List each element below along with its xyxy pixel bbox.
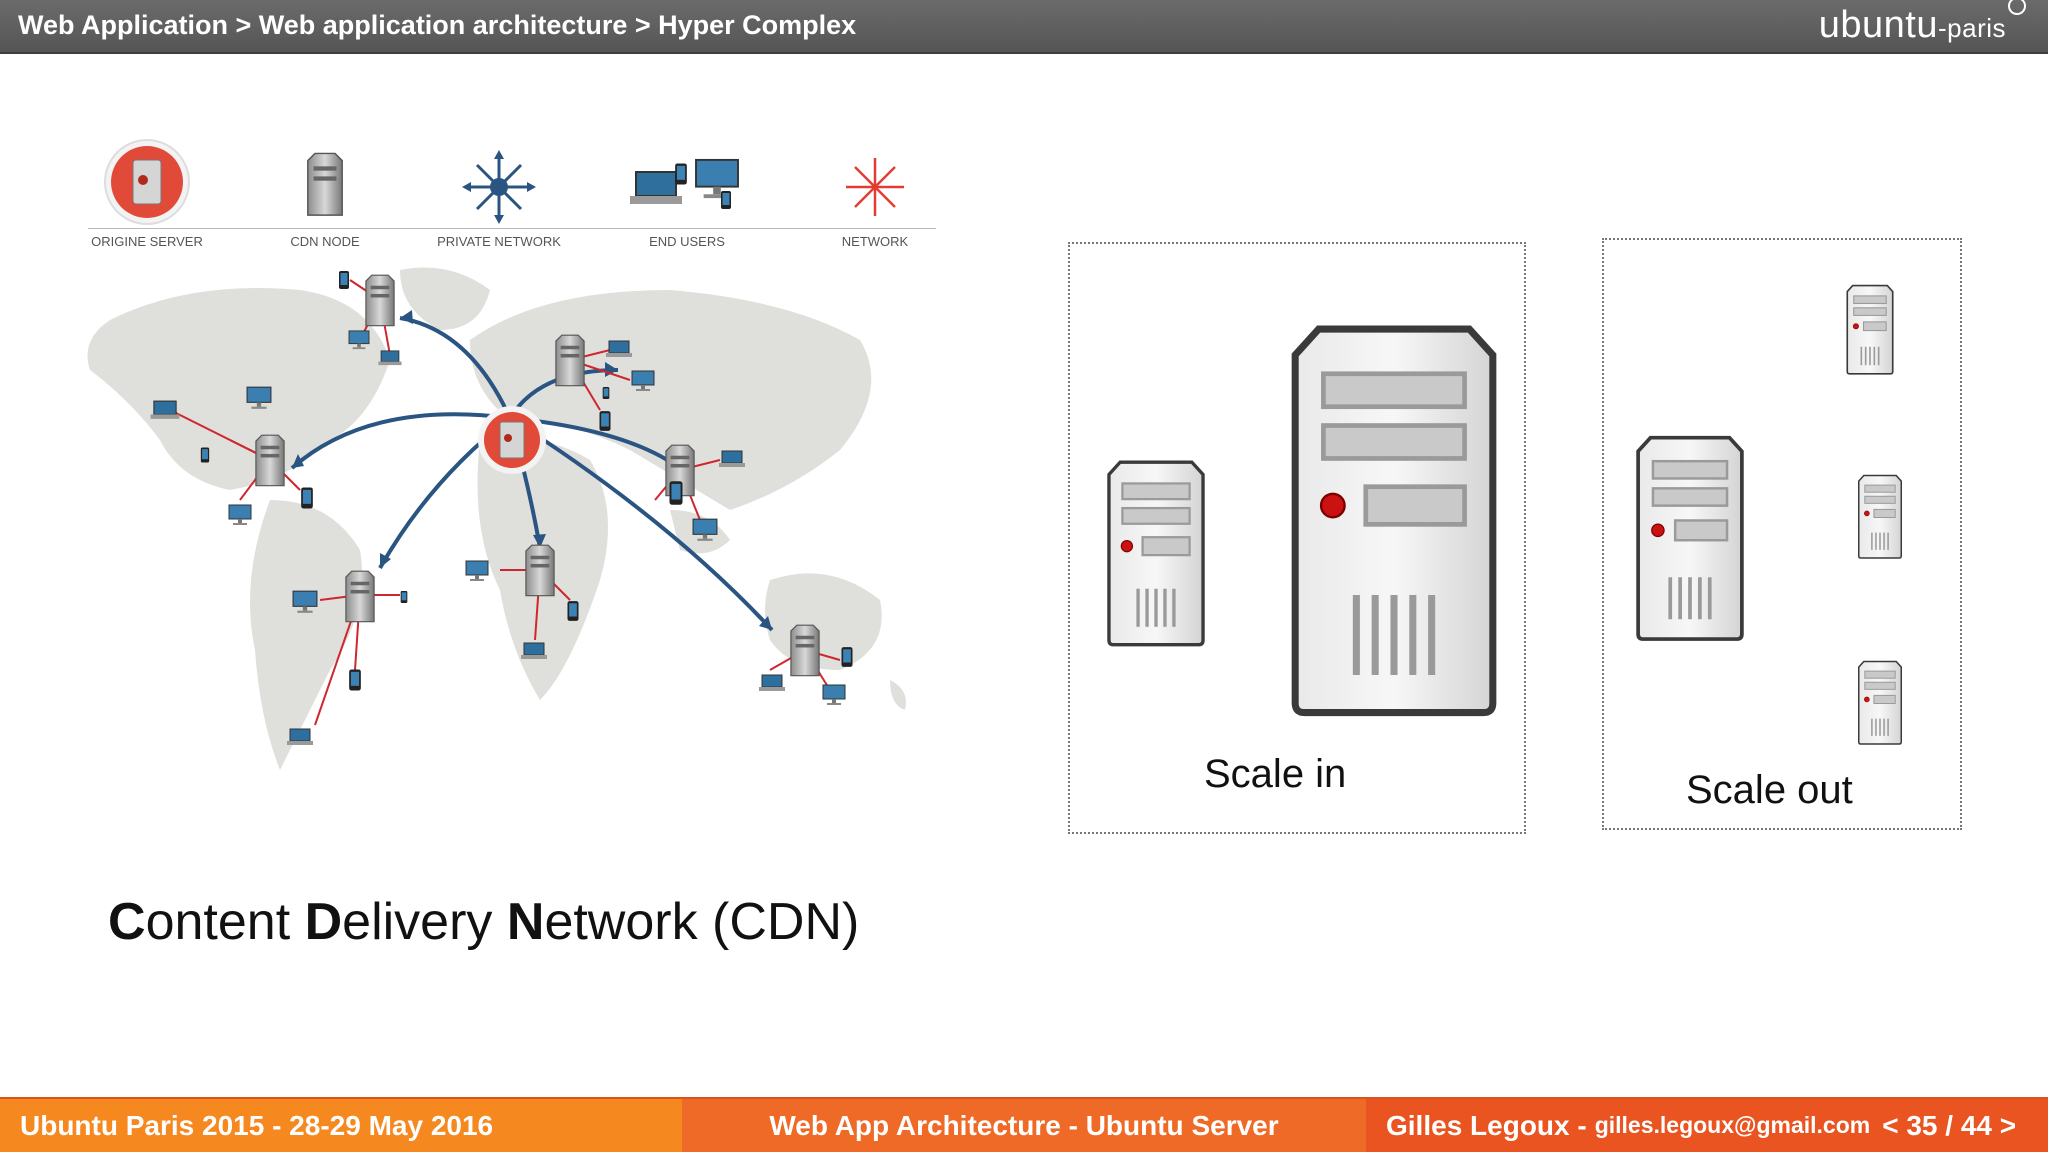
scale-in-label: Scale in <box>1204 752 1347 796</box>
legend-private-network: PRIVATE NETWORK <box>424 132 574 249</box>
cdn-title-part: etwork (CDN) <box>544 893 860 951</box>
cdn-title: Content Delivery Network (CDN) <box>108 892 859 952</box>
ubuntu-paris-logo: ubuntu-paris <box>1818 0 2026 47</box>
scale-out-frame: Scale out <box>1602 238 1962 830</box>
legend-label: CDN NODE <box>290 234 360 249</box>
replica-server-icon <box>1854 660 1906 746</box>
private-network-icon <box>462 150 536 224</box>
network-icon <box>846 158 904 216</box>
slide-header: Web Application > Web application archit… <box>0 0 2048 54</box>
legend-origin-server: ORIGINE SERVER <box>72 132 222 249</box>
cdn-world-map <box>87 267 906 770</box>
legend-end-users: END USERS <box>612 132 762 249</box>
logo-text: ubuntu <box>1818 4 1938 46</box>
large-server-icon <box>1270 322 1518 722</box>
primary-server-icon <box>1628 434 1752 644</box>
legend-cdn-node: CDN NODE <box>250 132 400 249</box>
legend-network: NETWORK <box>800 132 950 249</box>
cdn-title-letter: C <box>108 893 146 951</box>
cdn-title-letter: D <box>304 893 343 951</box>
cdn-title-part: elivery <box>342 893 507 951</box>
cdn-title-letter: N <box>506 893 545 951</box>
circle-of-friends-icon <box>2008 0 2026 15</box>
page-indicator: < 35 / 44 > <box>1882 1109 2017 1141</box>
author-email: gilles.legoux@gmail.com <box>1594 1112 1871 1138</box>
origin-server <box>478 406 546 474</box>
scale-in-frame: Scale in <box>1068 242 1526 834</box>
footer-talk-title: Web App Architecture - Ubuntu Server <box>682 1099 1366 1152</box>
replica-server-icon <box>1842 284 1898 376</box>
slide-footer: Ubuntu Paris 2015 - 28-29 May 2016 Web A… <box>0 1097 2048 1152</box>
cdn-title-part: ontent <box>145 893 305 951</box>
legend-divider <box>88 228 936 229</box>
breadcrumb: Web Application > Web application archit… <box>18 10 857 40</box>
logo-suffix: -paris <box>1937 13 2006 43</box>
legend-label: END USERS <box>649 234 725 249</box>
origin-server-icon <box>104 139 190 225</box>
small-server-icon <box>1100 458 1212 650</box>
author-name: Gilles Legoux - <box>1386 1109 1587 1141</box>
end-users-icon <box>630 158 739 209</box>
scale-out-label: Scale out <box>1686 768 1853 812</box>
legend-label: PRIVATE NETWORK <box>437 234 561 249</box>
cdn-node-icon <box>307 152 343 216</box>
footer-author: Gilles Legoux - gilles.legoux@gmail.com … <box>1366 1099 2048 1152</box>
legend-label: NETWORK <box>841 234 909 249</box>
footer-event: Ubuntu Paris 2015 - 28-29 May 2016 <box>0 1099 682 1152</box>
replica-server-icon <box>1854 474 1906 560</box>
world-continents <box>87 267 906 770</box>
legend-label: ORIGINE SERVER <box>91 234 203 249</box>
